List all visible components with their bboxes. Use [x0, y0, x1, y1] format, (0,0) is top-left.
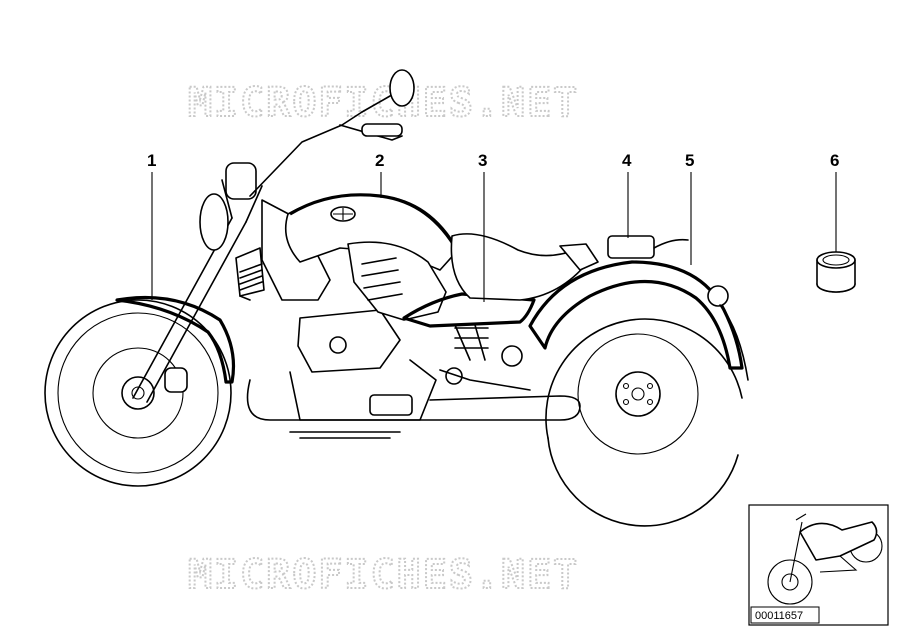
- reference-number: 00011657: [755, 610, 803, 622]
- callout-3: 3: [478, 151, 487, 170]
- front-wheel: [44, 299, 232, 487]
- rear-frame: [719, 304, 749, 381]
- rear-seat-cover-part: [607, 235, 655, 259]
- side-cover-trim: [347, 241, 536, 328]
- part-6-roll: [816, 251, 856, 293]
- callout-6: 6: [830, 151, 839, 170]
- rear-wheel: [545, 318, 743, 527]
- motorcycle-illustration: [44, 69, 749, 527]
- seat: [450, 233, 589, 301]
- watermark-bottom: MICROFICHES.NET: [188, 552, 579, 598]
- front-fender-outline: [115, 295, 236, 384]
- seat-pillion: [559, 243, 599, 271]
- headlight-handlebars: [199, 69, 415, 251]
- thumbnail-inset: 00011657: [748, 504, 889, 626]
- tail-light: [707, 285, 729, 307]
- grab-rail: [653, 238, 689, 249]
- callout-1: 1: [147, 151, 156, 170]
- callout-leaders: [151, 172, 837, 302]
- rear-fender-outline: [528, 260, 744, 370]
- callout-4: 4: [622, 151, 632, 170]
- watermark-top: MICROFICHES.NET: [188, 80, 579, 126]
- front-fork: [132, 179, 263, 403]
- callout-5: 5: [685, 151, 694, 170]
- callout-2: 2: [375, 151, 384, 170]
